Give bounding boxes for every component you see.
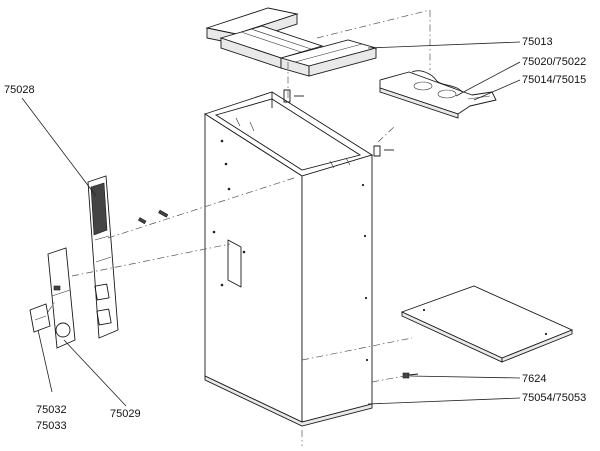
small-plate bbox=[29, 303, 51, 333]
label-75020-75022: 75020/75022 bbox=[522, 56, 587, 68]
label-75032: 75032 bbox=[36, 404, 67, 416]
door-panel bbox=[47, 247, 76, 349]
label-75054-75053: 75054/75053 bbox=[522, 392, 587, 404]
clips bbox=[137, 95, 419, 379]
control-panel-strip bbox=[87, 175, 119, 339]
assembly-lines bbox=[47, 9, 431, 446]
label-75028: 75028 bbox=[4, 84, 35, 96]
label-75029: 75029 bbox=[110, 408, 141, 420]
baffle-plates bbox=[379, 70, 497, 119]
cabinet-body bbox=[203, 89, 381, 427]
label-7624: 7624 bbox=[522, 373, 547, 385]
label-75014-75015: 75014/75015 bbox=[522, 74, 587, 86]
bottom-panel bbox=[400, 285, 574, 363]
top-insulation-tiles bbox=[205, 7, 378, 77]
label-75033: 75033 bbox=[36, 420, 67, 432]
label-75013: 75013 bbox=[522, 36, 553, 48]
leader-lines bbox=[21, 41, 521, 407]
